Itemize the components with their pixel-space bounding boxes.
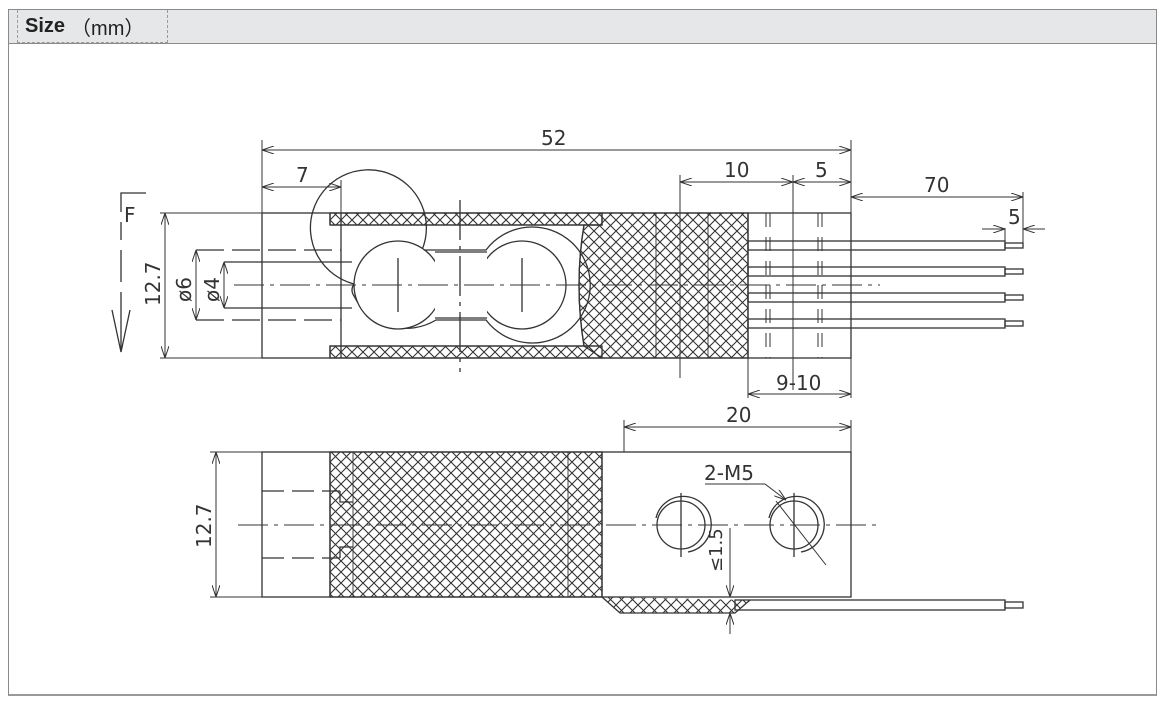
thread-callout: 2-M5 — [704, 461, 754, 485]
side-view — [210, 420, 1024, 634]
top-view-labels: F 52 7 10 5 70 5 9-10 12.7 ø6 ø4 — [124, 126, 1021, 395]
dim-left-offset: 7 — [296, 163, 309, 187]
dim-height-top: 12.7 — [141, 261, 165, 306]
cable-wires — [747, 240, 1024, 329]
dim-height-side: 12.7 — [192, 503, 216, 548]
dim-outer-hole: ø6 — [172, 277, 196, 302]
load-label: F — [124, 203, 136, 227]
dim-thread-span: 20 — [726, 403, 751, 427]
dim-max-gap: ≤1.5 — [706, 528, 727, 572]
threaded-hole-icon — [768, 493, 827, 566]
load-arrow-icon — [111, 192, 146, 353]
dim-cable-exit: 9-10 — [776, 371, 821, 395]
dim-right-end: 5 — [815, 158, 828, 182]
threaded-hole-icon — [655, 493, 712, 557]
side-view-labels: 20 2-M5 12.7 ≤1.5 — [192, 403, 754, 572]
panel-header: Size （mm） — [9, 10, 1156, 44]
panel-title: Size （mm） — [17, 10, 168, 43]
title-text: Size — [25, 14, 66, 37]
top-view — [111, 140, 1045, 398]
dim-inner-hole: ø4 — [200, 277, 224, 302]
title-unit: （mm） — [71, 17, 145, 40]
dim-cable-length: 70 — [924, 173, 949, 197]
dim-gauge-zone: 10 — [724, 158, 749, 182]
dim-overall-length: 52 — [541, 126, 566, 150]
dim-wire-strip: 5 — [1008, 205, 1021, 229]
